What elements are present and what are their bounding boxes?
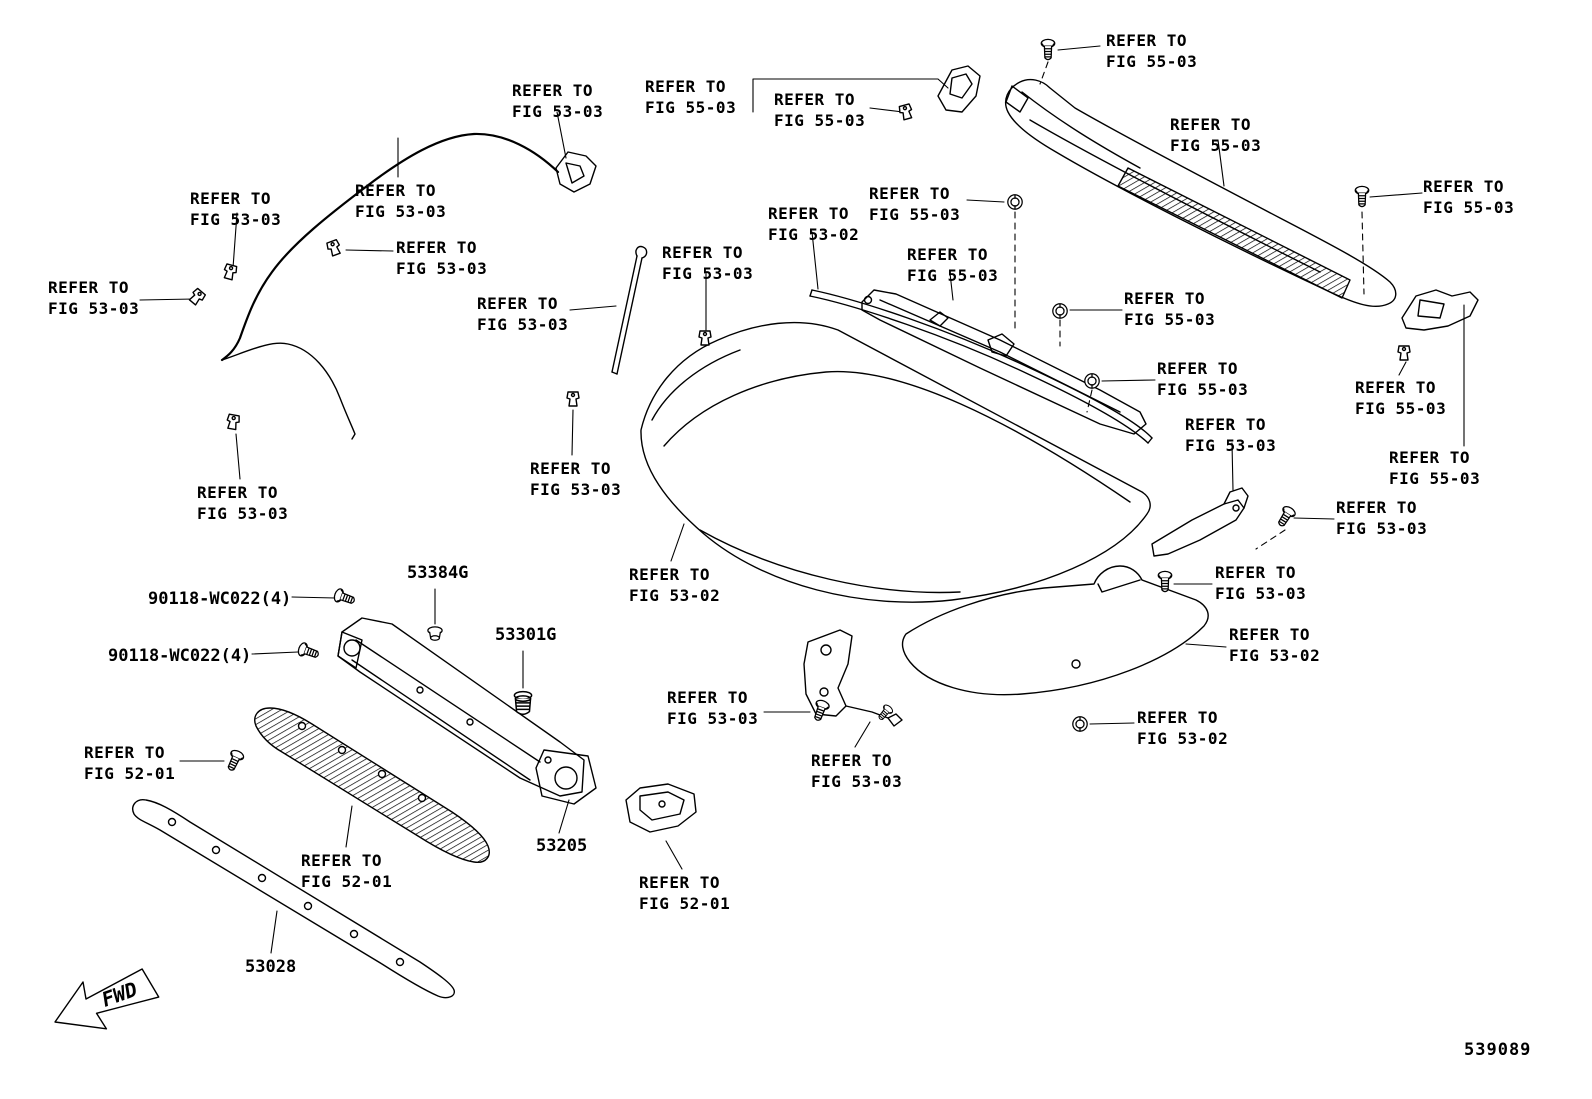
refer-to-fig-label[interactable]: REFER TO FIG 53-03 — [667, 688, 759, 728]
refer-to-fig-label[interactable]: REFER TO FIG 53-03 — [1336, 498, 1428, 538]
hood-release-cable — [220, 132, 560, 440]
hood-support-rod — [611, 245, 648, 375]
refer-to-fig-label[interactable]: REFER TO FIG 53-02 — [629, 565, 721, 605]
refer-to-fig-label[interactable]: REFER TO FIG 55-03 — [907, 245, 999, 285]
refer-to-fig-label[interactable]: REFER TO FIG 55-03 — [1106, 31, 1198, 71]
hood-insulator — [901, 565, 1209, 696]
part-number-label[interactable]: 53384G — [407, 563, 469, 583]
hood-hinge-right — [1151, 487, 1249, 557]
refer-to-fig-label[interactable]: REFER TO FIG 53-03 — [197, 483, 289, 523]
part-number-label[interactable]: 90118-WC022(4) — [148, 589, 292, 609]
hood-hinge-left — [803, 629, 903, 727]
refer-to-fig-label[interactable]: REFER TO FIG 55-03 — [1423, 177, 1515, 217]
hood-lock — [555, 151, 597, 193]
leader-lines — [139, 45, 1465, 954]
part-number-label[interactable]: 90118-WC022(4) — [108, 646, 252, 666]
refer-to-fig-label[interactable]: REFER TO FIG 55-03 — [774, 90, 866, 130]
refer-to-fig-label[interactable]: REFER TO FIG 53-02 — [1137, 708, 1229, 748]
refer-to-fig-label[interactable]: REFER TO FIG 53-03 — [48, 278, 140, 318]
refer-to-fig-label[interactable]: REFER TO FIG 53-03 — [662, 243, 754, 283]
refer-to-fig-label[interactable]: REFER TO FIG 53-03 — [1185, 415, 1277, 455]
refer-to-fig-label[interactable]: REFER TO FIG 55-03 — [1157, 359, 1249, 399]
refer-to-fig-label[interactable]: REFER TO FIG 53-03 — [477, 294, 569, 334]
refer-to-fig-label[interactable]: REFER TO FIG 55-03 — [1389, 448, 1481, 488]
refer-to-fig-label[interactable]: REFER TO FIG 55-03 — [1124, 289, 1216, 329]
refer-to-fig-label[interactable]: REFER TO FIG 53-02 — [1229, 625, 1321, 665]
cowl-top-inner — [861, 289, 1147, 435]
refer-to-fig-label[interactable]: REFER TO FIG 53-03 — [512, 81, 604, 121]
refer-to-fig-label[interactable]: REFER TO FIG 55-03 — [1355, 378, 1447, 418]
refer-to-fig-label[interactable]: REFER TO FIG 53-03 — [355, 181, 447, 221]
refer-to-fig-label[interactable]: REFER TO FIG 53-03 — [396, 238, 488, 278]
refer-to-fig-label[interactable]: REFER TO FIG 53-03 — [190, 189, 282, 229]
refer-to-fig-label[interactable]: REFER TO FIG 53-03 — [530, 459, 622, 499]
refer-to-fig-label[interactable]: REFER TO FIG 55-03 — [1170, 115, 1262, 155]
refer-to-fig-label[interactable]: REFER TO FIG 55-03 — [869, 184, 961, 224]
refer-to-fig-label[interactable]: REFER TO FIG 52-01 — [84, 743, 176, 783]
hood-rear-seal — [809, 289, 1153, 444]
upper-grille-reinforcement — [254, 707, 490, 863]
hood-panel — [640, 321, 1151, 603]
front-panel-strip — [132, 799, 455, 999]
cowl-side-panel — [1401, 289, 1479, 331]
part-number-label[interactable]: 53205 — [536, 836, 588, 856]
refer-to-fig-label[interactable]: REFER TO FIG 55-03 — [645, 77, 737, 117]
diagram-number: 539089 — [1464, 1040, 1532, 1060]
refer-to-fig-label[interactable]: REFER TO FIG 52-01 — [639, 873, 731, 913]
refer-to-fig-label[interactable]: REFER TO FIG 52-01 — [301, 851, 393, 891]
cowl-top-louver — [1004, 78, 1397, 308]
refer-to-fig-label[interactable]: REFER TO FIG 53-03 — [811, 751, 903, 791]
cowl-end-piece — [937, 65, 981, 113]
radiator-support-upper — [337, 617, 597, 805]
refer-to-fig-label[interactable]: REFER TO FIG 53-03 — [1215, 563, 1307, 603]
part-number-label[interactable]: 53301G — [495, 625, 557, 645]
refer-to-fig-label[interactable]: REFER TO FIG 53-02 — [768, 204, 860, 244]
part-number-label[interactable]: 53028 — [245, 957, 297, 977]
hood-lock-bracket — [625, 783, 697, 833]
